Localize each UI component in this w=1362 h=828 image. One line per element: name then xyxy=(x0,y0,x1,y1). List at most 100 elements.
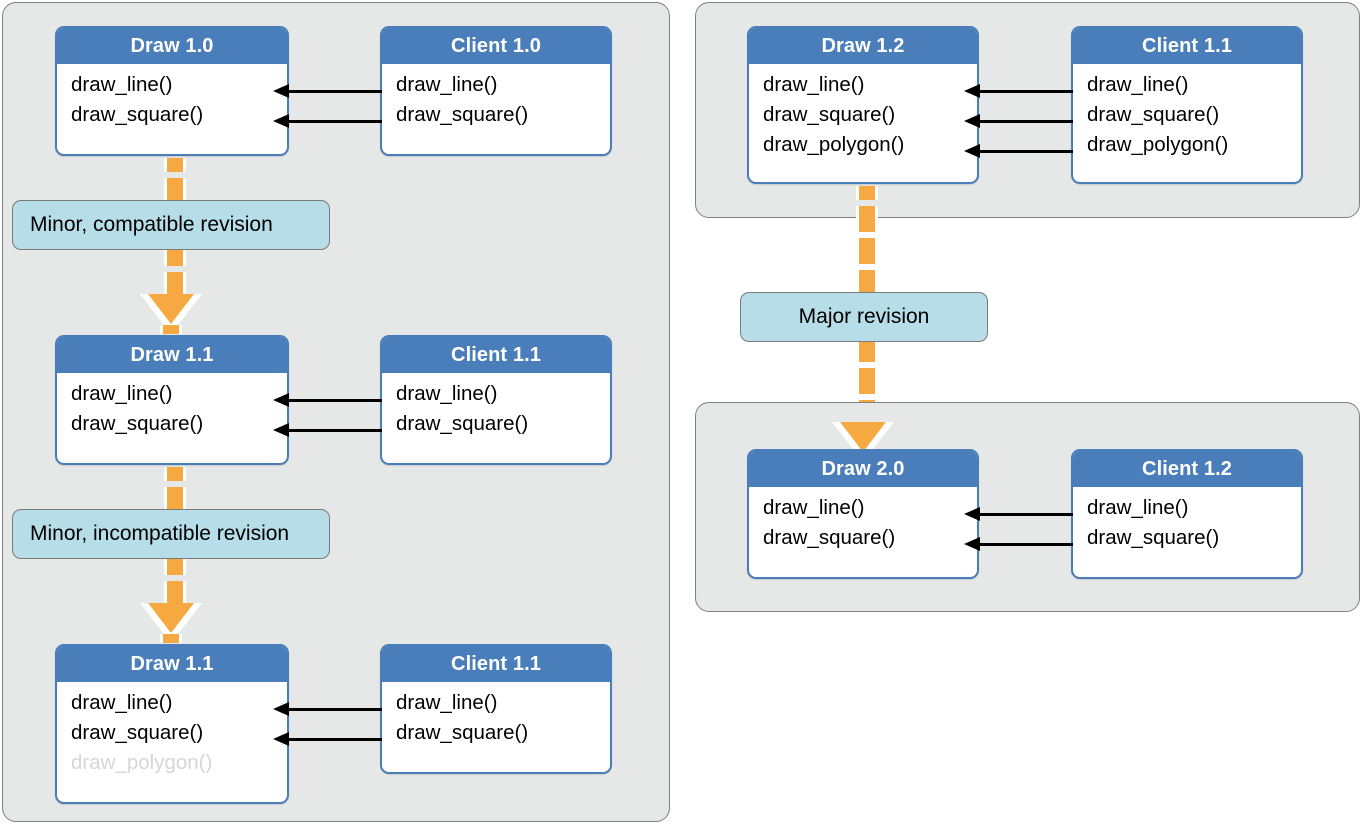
member-row: draw_line() xyxy=(1087,496,1189,519)
class-box-title: Draw 1.1 xyxy=(57,646,287,682)
class-box-draw-1-1-a[interactable]: Draw 1.1 draw_line() draw_square() xyxy=(55,335,289,465)
revision-dash xyxy=(164,158,186,172)
revision-label-minor-compatible: Minor, compatible revision xyxy=(12,200,330,250)
revision-dash xyxy=(856,186,878,200)
call-arrow-draw-square xyxy=(273,423,382,437)
member-row: draw_square() xyxy=(763,103,896,126)
call-arrow-draw-line xyxy=(273,84,382,98)
member-row: draw_line() xyxy=(396,73,498,96)
arrow-shaft xyxy=(284,429,382,432)
class-box-members: draw_line() draw_square() xyxy=(57,373,287,447)
member-row: draw_square() xyxy=(396,103,529,126)
member-row: draw_square() xyxy=(763,526,896,549)
member-row: draw_line() xyxy=(71,382,173,405)
member-row: draw_square() xyxy=(1087,103,1220,126)
call-arrow-draw-line xyxy=(273,393,382,407)
class-box-client-1-1-a[interactable]: Client 1.1 draw_line() draw_square() xyxy=(380,335,612,465)
member-row: draw_line() xyxy=(1087,73,1189,96)
class-box-title: Client 1.1 xyxy=(1073,28,1301,64)
class-box-members: draw_line() draw_square() xyxy=(57,64,287,138)
class-box-client-1-1-c[interactable]: Client 1.1 draw_line() draw_square() dra… xyxy=(1071,26,1303,184)
call-arrow-draw-line xyxy=(964,507,1073,521)
revision-dash xyxy=(856,270,878,292)
member-row: draw_line() xyxy=(71,691,173,714)
class-box-members: draw_line() draw_square() xyxy=(382,373,610,447)
class-box-draw-1-0[interactable]: Draw 1.0 draw_line() draw_square() xyxy=(55,26,289,156)
arrow-head xyxy=(964,507,980,521)
revision-dash xyxy=(856,368,878,394)
call-arrow-draw-line xyxy=(273,702,382,716)
revision-label-major: Major revision xyxy=(740,292,988,342)
member-row: draw_square() xyxy=(1087,526,1220,549)
revision-dash xyxy=(164,467,186,481)
class-box-client-1-1-b[interactable]: Client 1.1 draw_line() draw_square() xyxy=(380,644,612,774)
revision-dash xyxy=(856,206,878,232)
class-box-client-1-0[interactable]: Client 1.0 draw_line() draw_square() xyxy=(380,26,612,156)
revision-dash xyxy=(856,238,878,264)
revision-arrowhead xyxy=(140,603,202,643)
arrow-shaft xyxy=(975,543,1073,546)
arrow-head xyxy=(273,84,289,98)
member-row: draw_line() xyxy=(71,73,173,96)
revision-arrowhead xyxy=(140,294,202,334)
class-box-members: draw_line() draw_square() xyxy=(1073,487,1301,561)
class-box-title: Draw 1.1 xyxy=(57,337,287,373)
member-row: draw_square() xyxy=(71,412,204,435)
class-box-title: Draw 1.2 xyxy=(749,28,977,64)
class-box-members: draw_line() draw_square() draw_polygon() xyxy=(1073,64,1301,168)
class-box-title: Client 1.0 xyxy=(382,28,610,64)
class-box-title: Draw 1.0 xyxy=(57,28,287,64)
arrow-shaft xyxy=(284,738,382,741)
arrow-shaft xyxy=(975,150,1073,153)
member-row: draw_square() xyxy=(71,103,204,126)
class-box-members: draw_line() draw_square() xyxy=(749,487,977,561)
class-box-title: Draw 2.0 xyxy=(749,451,977,487)
class-box-members: draw_line() draw_square() draw_polygon() xyxy=(749,64,977,168)
revision-dash xyxy=(164,559,186,575)
arrow-head xyxy=(964,84,980,98)
member-row: draw_polygon() xyxy=(763,133,905,156)
class-box-title: Client 1.2 xyxy=(1073,451,1301,487)
arrow-shaft xyxy=(975,513,1073,516)
member-row: draw_polygon() xyxy=(1087,133,1229,156)
member-row-disabled: draw_polygon() xyxy=(71,751,213,774)
revision-dash xyxy=(856,342,878,362)
member-row: draw_line() xyxy=(763,496,865,519)
arrow-shaft xyxy=(975,90,1073,93)
class-box-draw-1-1-b[interactable]: Draw 1.1 draw_line() draw_square() draw_… xyxy=(55,644,289,804)
member-row: draw_square() xyxy=(396,412,529,435)
revision-dash xyxy=(164,487,186,509)
revision-dash xyxy=(164,250,186,266)
arrow-head xyxy=(964,144,980,158)
member-row: draw_line() xyxy=(763,73,865,96)
call-arrow-draw-square xyxy=(273,114,382,128)
class-box-draw-1-2[interactable]: Draw 1.2 draw_line() draw_square() draw_… xyxy=(747,26,979,184)
member-row: draw_square() xyxy=(396,721,529,744)
class-box-members: draw_line() draw_square() xyxy=(382,682,610,756)
member-row: draw_line() xyxy=(396,691,498,714)
arrow-head xyxy=(964,114,980,128)
member-row: draw_line() xyxy=(396,382,498,405)
arrow-head xyxy=(273,114,289,128)
arrow-shaft xyxy=(284,90,382,93)
arrow-shaft xyxy=(284,120,382,123)
arrow-head xyxy=(273,732,289,746)
call-arrow-draw-square xyxy=(273,732,382,746)
class-box-title: Client 1.1 xyxy=(382,337,610,373)
revision-dash xyxy=(164,178,186,200)
arrow-stub xyxy=(160,634,182,643)
call-arrow-draw-square xyxy=(964,114,1073,128)
revision-dash xyxy=(164,581,186,603)
arrow-head xyxy=(964,537,980,551)
call-arrow-draw-square xyxy=(964,537,1073,551)
arrow-head xyxy=(273,393,289,407)
member-row: draw_square() xyxy=(71,721,204,744)
call-arrow-draw-line xyxy=(964,84,1073,98)
arrow-shaft xyxy=(975,120,1073,123)
class-box-client-1-2[interactable]: Client 1.2 draw_line() draw_square() xyxy=(1071,449,1303,579)
arrow-shaft xyxy=(284,399,382,402)
class-box-members: draw_line() draw_square() draw_polygon() xyxy=(57,682,287,786)
class-box-members: draw_line() draw_square() xyxy=(382,64,610,138)
class-box-draw-2-0[interactable]: Draw 2.0 draw_line() draw_square() xyxy=(747,449,979,579)
